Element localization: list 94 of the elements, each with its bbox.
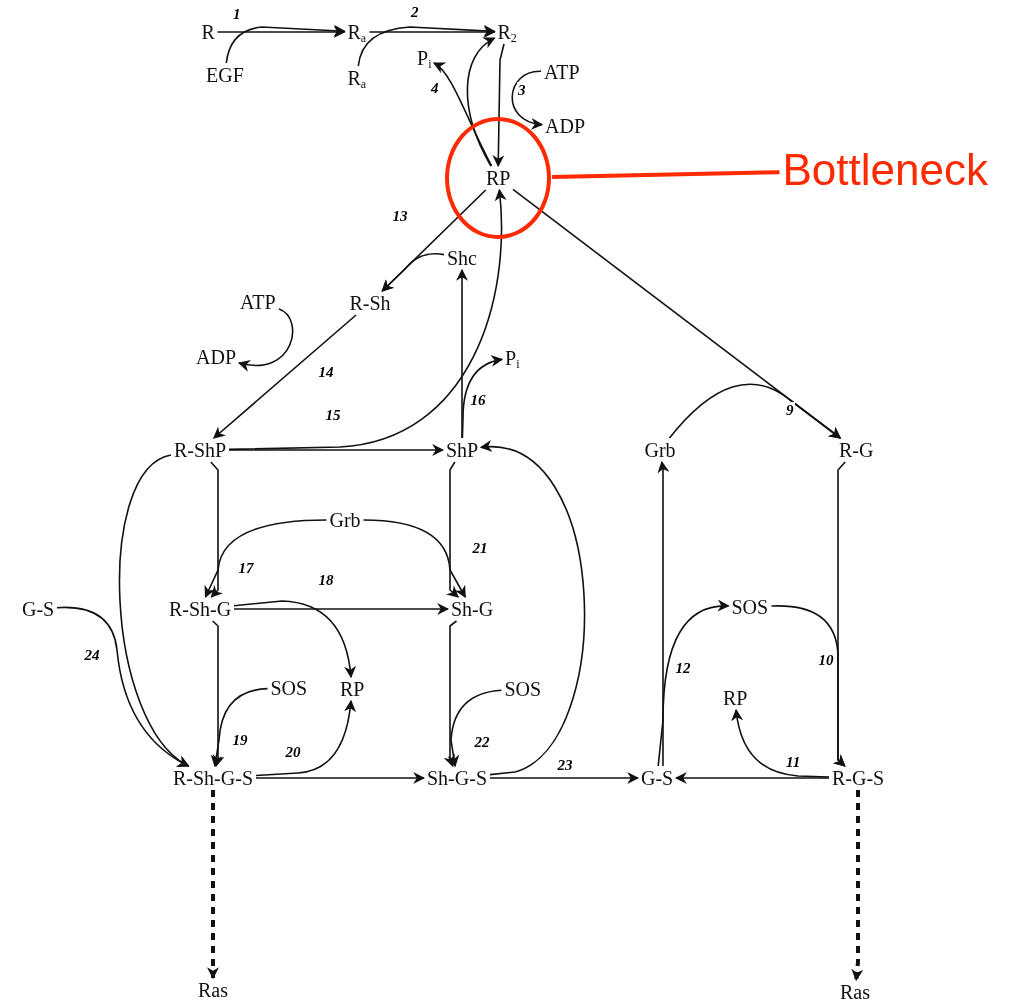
species-label: P$_{i}$ xyxy=(415,47,434,69)
arrow xyxy=(210,687,269,768)
arrow xyxy=(362,519,466,599)
reaction-number: 18 xyxy=(317,572,335,588)
reaction-number: 12 xyxy=(674,660,692,676)
species-label: Ras xyxy=(196,979,230,1001)
arrow xyxy=(466,37,496,167)
arrow xyxy=(233,600,356,679)
arrow xyxy=(211,620,225,768)
species-label: R$_{a}$ xyxy=(345,67,369,89)
reaction-number: 3 xyxy=(517,82,527,98)
reaction-number: 13 xyxy=(391,208,409,224)
reaction-number: 16 xyxy=(469,392,487,408)
reaction-number: 22 xyxy=(473,734,491,750)
species-label: SOS xyxy=(729,596,771,618)
arrow xyxy=(770,605,846,767)
arrow xyxy=(461,355,504,439)
reaction-number: 2 xyxy=(410,4,420,20)
arrow xyxy=(225,24,346,64)
arrow xyxy=(210,461,224,598)
species-label: RP xyxy=(484,167,513,189)
arrow xyxy=(447,689,503,768)
arrow xyxy=(433,62,493,167)
arrow xyxy=(233,603,450,615)
arrow xyxy=(668,383,842,439)
arrow xyxy=(56,606,190,767)
arrow xyxy=(657,600,730,767)
species-label: ATP xyxy=(238,291,278,313)
species-label: R xyxy=(199,21,217,43)
leader-line xyxy=(551,170,780,179)
arrow xyxy=(213,314,357,439)
reaction-number: 14 xyxy=(317,364,335,380)
reaction-number: 19 xyxy=(231,732,249,748)
dashed-arrow xyxy=(851,790,864,982)
species-label: Ras xyxy=(838,981,872,1003)
reaction-number: 15 xyxy=(324,407,342,423)
arrow xyxy=(216,26,346,38)
species-label: SOS xyxy=(268,677,310,699)
species-label: R-ShP xyxy=(172,439,229,461)
arrow xyxy=(237,308,294,371)
arrow xyxy=(479,442,585,776)
species-label: R-G-S xyxy=(830,767,887,789)
arrow xyxy=(204,519,328,599)
reaction-number: 17 xyxy=(237,560,255,576)
reaction-number: 10 xyxy=(817,652,835,668)
reaction-number: 23 xyxy=(556,757,574,773)
species-label: RP xyxy=(338,678,367,700)
arrow xyxy=(511,70,544,129)
species-label: Sh-G xyxy=(449,598,496,620)
arrow xyxy=(228,444,445,456)
species-label: R-G xyxy=(837,439,876,461)
species-label: Grb xyxy=(327,509,363,531)
species-label: Sh-G-S xyxy=(425,767,489,789)
arrow xyxy=(255,699,356,777)
arrow xyxy=(255,772,426,784)
arrow xyxy=(446,461,459,598)
callout-text: Bottleneck xyxy=(780,145,990,195)
species-label: Shc xyxy=(445,247,479,269)
arrow xyxy=(674,772,830,784)
species-label: R-Sh xyxy=(347,292,393,314)
dashed-arrow xyxy=(207,790,219,980)
species-label: ADP xyxy=(194,346,238,368)
species-label: SOS xyxy=(502,678,544,700)
reaction-number: 1 xyxy=(232,6,242,22)
species-label: EGF xyxy=(204,64,246,86)
reaction-number: 9 xyxy=(785,402,795,418)
arrow xyxy=(657,460,670,767)
species-label: R$_{a}$ xyxy=(345,21,369,43)
species-label: R-Sh-G-S xyxy=(171,767,255,789)
reaction-number: 20 xyxy=(284,744,302,760)
arrow xyxy=(456,268,468,439)
species-label: R$_{2}$ xyxy=(495,21,519,43)
species-label: G-S xyxy=(639,767,676,789)
reaction-number: 21 xyxy=(471,540,489,556)
arrow xyxy=(119,454,190,767)
species-label: ShP xyxy=(444,439,481,461)
arrow xyxy=(228,188,507,451)
species-label: P$_{i}$ xyxy=(503,347,522,369)
species-label: G-S xyxy=(20,598,57,620)
species-label: ADP xyxy=(543,115,587,137)
arrow xyxy=(381,252,445,292)
species-label: Grb xyxy=(642,439,678,461)
arrow xyxy=(443,620,458,768)
species-label: R-Sh-G xyxy=(167,598,234,620)
species-label: RP xyxy=(721,687,750,709)
arrow xyxy=(492,43,505,168)
arrow xyxy=(731,708,830,778)
reaction-number: 4 xyxy=(430,80,440,96)
reaction-number: 11 xyxy=(785,754,802,770)
arrow xyxy=(489,772,640,784)
species-label: ATP xyxy=(542,61,582,83)
arrow xyxy=(368,26,496,38)
arrow xyxy=(357,24,496,67)
reaction-number: 24 xyxy=(83,647,101,663)
